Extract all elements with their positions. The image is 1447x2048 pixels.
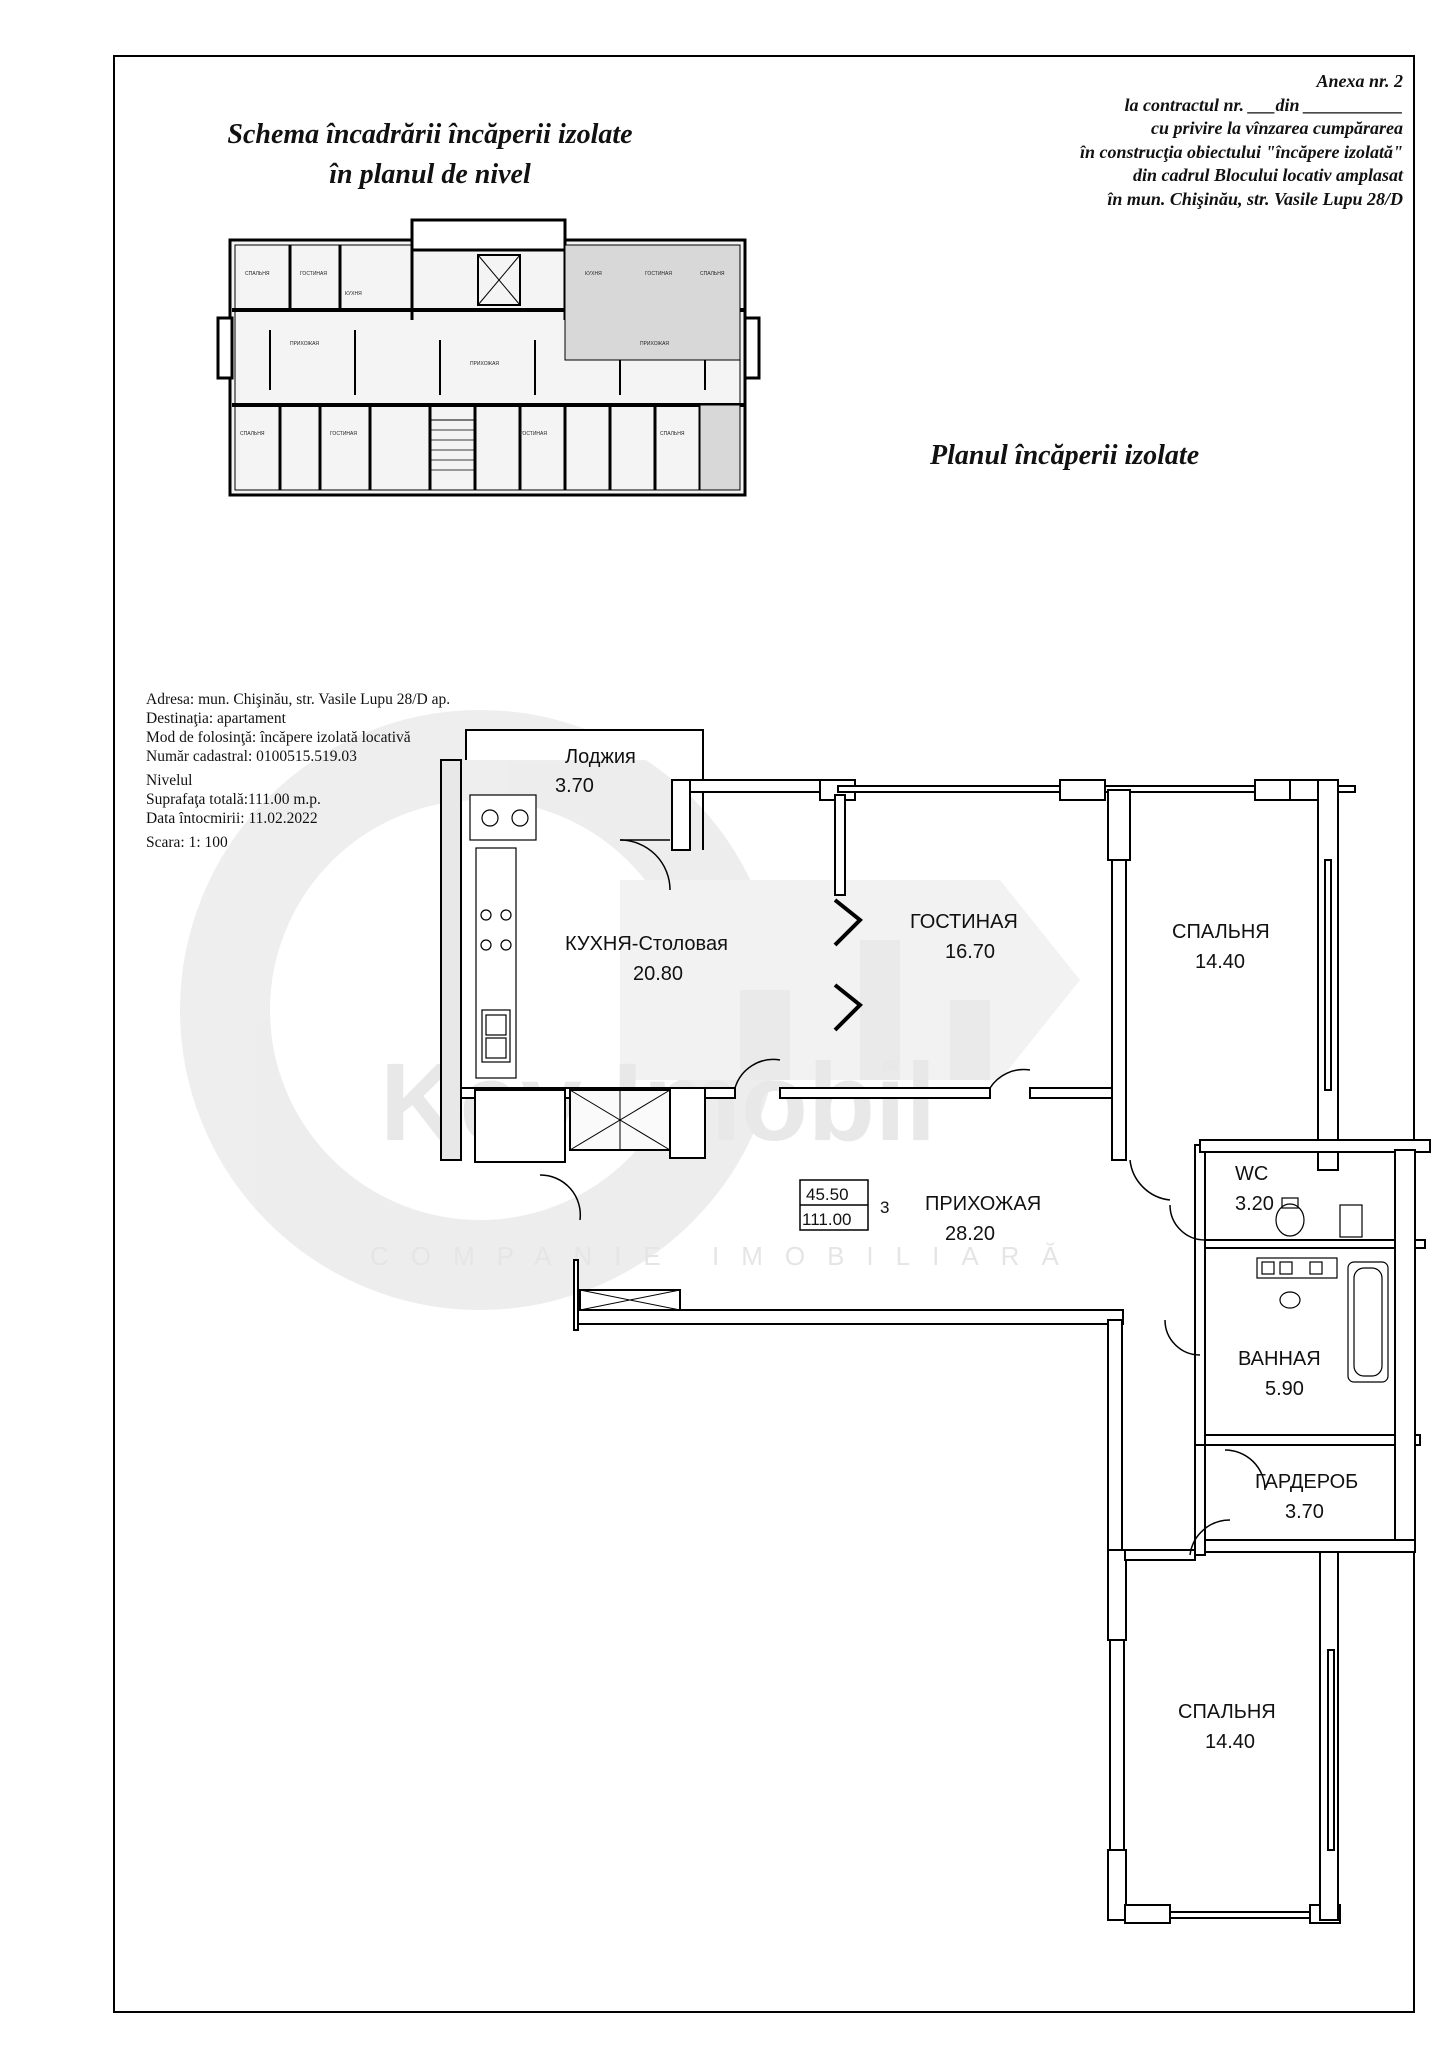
kitchen-fixtures <box>469 794 537 1079</box>
svg-text:ПРИХОЖАЯ: ПРИХОЖАЯ <box>470 361 499 367</box>
annex-number: Anexa nr. 2 <box>1316 71 1403 91</box>
exterior-walls <box>440 729 1431 1924</box>
apartment-plan <box>440 729 1431 1924</box>
svg-text:ГОСТИНАЯ: ГОСТИНАЯ <box>330 431 357 437</box>
svg-text:ПРИХОЖАЯ: ПРИХОЖАЯ <box>640 341 669 347</box>
info-level: Nivelul <box>146 772 193 789</box>
wardrobe-area: 3.70 <box>1285 1501 1324 1523</box>
svg-text:ПРИХОЖАЯ: ПРИХОЖАЯ <box>290 341 319 347</box>
annex-block-line: din cadrul Blocului locativ amplasat <box>1132 165 1403 185</box>
kitchen-area: 20.80 <box>633 963 683 985</box>
scheme-title-line1: Schema încadrării încăperii izolate <box>227 119 633 150</box>
svg-text:ГОСТИНАЯ: ГОСТИНАЯ <box>300 271 327 277</box>
plan-title: Planul încăperii izolate <box>930 440 1200 471</box>
loggia-area: 3.70 <box>555 775 594 797</box>
annex-location-line: în mun. Chişinău, str. Vasile Lupu 28/D <box>1107 188 1403 209</box>
doors <box>539 839 1266 1556</box>
bedroom1-label: СПАЛЬНЯ <box>1172 921 1270 943</box>
wc-area: 3.20 <box>1235 1193 1274 1215</box>
wardrobe-label: ГАРДЕРОБ <box>1255 1471 1358 1493</box>
hall-label: ПРИХОЖАЯ <box>925 1193 1041 1215</box>
badge-total-area: 111.00 <box>802 1210 851 1229</box>
info-address: Adresa: mun. Chişinău, str. Vasile Lupu … <box>146 691 451 708</box>
info-total-area: Suprafaţa totală:111.00 m.p. <box>146 791 321 808</box>
svg-text:СПАЛЬНЯ: СПАЛЬНЯ <box>660 431 685 437</box>
annex-contract-line: la contractul nr. ___din ___________ <box>1124 94 1403 115</box>
annex-subject-line: cu privire la vînzarea cumpărarea <box>1151 118 1403 138</box>
info-cadastral: Număr cadastral: 0100515.519.03 <box>146 748 357 765</box>
loggia-label: Лоджия <box>565 746 636 768</box>
svg-text:СПАЛЬНЯ: СПАЛЬНЯ <box>245 271 270 277</box>
scheme-title: Schema încadrării încăperii izolate în p… <box>200 115 660 195</box>
page-frame <box>113 55 1415 2013</box>
floor-level-schematic: СПАЛЬНЯ ГОСТИНАЯ КУХНЯ КУХНЯ ГОСТИНАЯ СП… <box>216 218 761 497</box>
info-scale: Scara: 1: 100 <box>146 834 228 851</box>
svg-text:СПАЛЬНЯ: СПАЛЬНЯ <box>240 431 265 437</box>
hall-area: 28.20 <box>945 1223 995 1245</box>
info-usage: Mod de folosinţă: încăpere izolată locat… <box>146 729 411 746</box>
apartment-badge: 45.50 111.00 3 <box>799 1179 889 1231</box>
info-destination: Destinaţia: apartament <box>146 710 286 727</box>
wc-label: WC <box>1235 1163 1268 1185</box>
svg-text:КУХНЯ: КУХНЯ <box>345 291 362 297</box>
svg-text:СПАЛЬНЯ: СПАЛЬНЯ <box>700 271 725 277</box>
badge-living-area: 45.50 <box>806 1185 849 1204</box>
watermark-tagline: COMPANIE IMOBILIARĂ <box>370 1241 1081 1271</box>
svg-text:ГОСТИНАЯ: ГОСТИНАЯ <box>520 431 547 437</box>
bedroom2-area: 14.40 <box>1205 1731 1255 1753</box>
badge-room-count: 3 <box>880 1198 889 1217</box>
living-area: 16.70 <box>945 941 995 963</box>
scheme-title-line2: în planul de nivel <box>329 159 531 190</box>
bath-label: ВАННАЯ <box>1238 1348 1321 1370</box>
living-label: ГОСТИНАЯ <box>910 911 1018 933</box>
room-labels: Лоджия 3.70 КУХНЯ-Столовая 20.80 ГОСТИНА… <box>555 746 1358 1753</box>
bathroom-fixtures <box>1256 1197 1389 1383</box>
svg-text:ГОСТИНАЯ: ГОСТИНАЯ <box>645 271 672 277</box>
property-info: Adresa: mun. Chişinău, str. Vasile Lupu … <box>146 690 450 852</box>
info-date: Data întocmirii: 11.02.2022 <box>146 810 318 827</box>
bedroom1-area: 14.40 <box>1195 951 1245 973</box>
bath-area: 5.90 <box>1265 1378 1304 1400</box>
annex-header: Anexa nr. 2 la contractul nr. ___din ___… <box>1080 70 1403 211</box>
kitchen-label: КУХНЯ-Столовая <box>565 933 728 955</box>
bedroom2-label: СПАЛЬНЯ <box>1178 1701 1276 1723</box>
svg-text:КУХНЯ: КУХНЯ <box>585 271 602 277</box>
annex-object-line: în construcţia obiectului "încăpere izol… <box>1079 141 1403 162</box>
